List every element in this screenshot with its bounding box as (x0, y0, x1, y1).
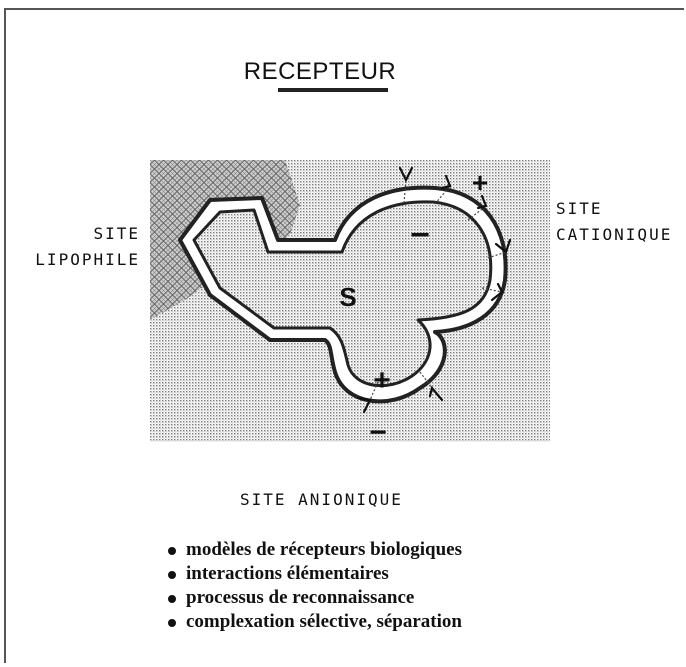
site-lipophile-line2: LIPOPHILE (28, 247, 140, 273)
list-item: processus de reconnaissance (168, 586, 462, 610)
page-title: RECEPTEUR (200, 58, 440, 86)
bullet-dot-icon (168, 547, 176, 555)
receptor-diagram: + − + − S (150, 160, 550, 445)
list-item-text: interactions élémentaires (186, 563, 389, 584)
substrate-label: S (339, 282, 356, 312)
list-item-text: processus de reconnaissance (186, 587, 414, 608)
list-item: modèles de récepteurs biologiques (168, 538, 462, 562)
list-item: interactions élémentaires (168, 562, 462, 586)
site-lipophile-label: SITE LIPOPHILE (28, 221, 140, 273)
plus-charge-top: + (472, 167, 488, 198)
site-cationique-label: SITE CATIONIQUE (556, 196, 672, 248)
bullet-dot-icon (168, 595, 176, 603)
bullet-dot-icon (168, 619, 176, 627)
minus-charge-bottom: − (369, 416, 387, 445)
site-lipophile-line1: SITE (28, 221, 140, 247)
plus-charge-bottom: + (373, 364, 391, 397)
list-item-text: complexation sélective, séparation (186, 611, 462, 632)
site-cationique-line2: CATIONIQUE (556, 222, 672, 248)
title-underline (278, 88, 388, 92)
bullet-list: modèles de récepteurs biologiques intera… (168, 538, 462, 634)
list-item-text: modèles de récepteurs biologiques (186, 539, 462, 560)
site-anionique-label: SITE ANIONIQUE (240, 487, 403, 513)
minus-charge-cavity: − (410, 216, 430, 254)
bullet-dot-icon (168, 571, 176, 579)
site-cationique-line1: SITE (556, 196, 672, 222)
list-item: complexation sélective, séparation (168, 610, 462, 634)
